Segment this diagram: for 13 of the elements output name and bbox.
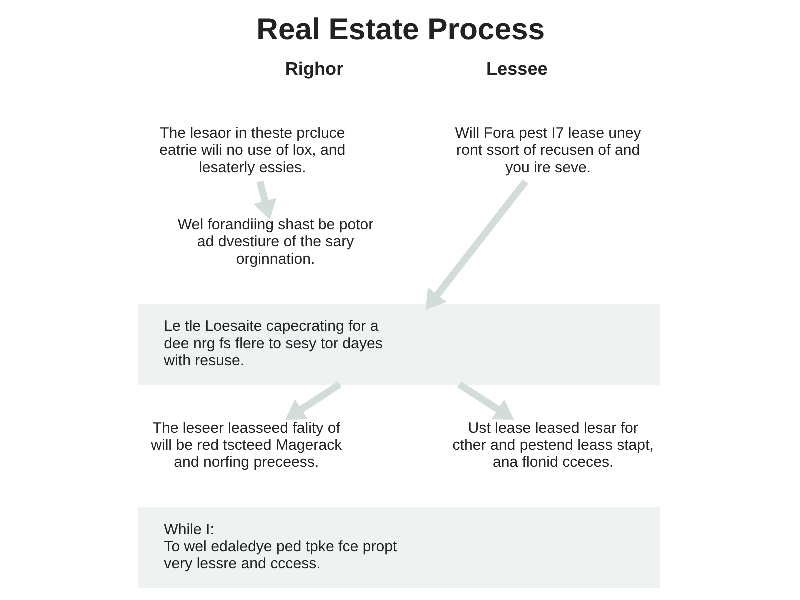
diagram-title: Real Estate Process xyxy=(256,14,545,47)
node-text: Wel forandiing shast be potor ad dvestiure of the sary orginnation. xyxy=(177,216,374,268)
arrow xyxy=(457,382,514,420)
node-text: Will Fora pest I7 lease uney ront ssort of recusen of and you ire seve. xyxy=(454,125,641,176)
node-text: The leseer leasseed fality of will be red tscteed Magerack and norfing preceess. xyxy=(150,420,342,471)
label: Righor xyxy=(284,59,344,80)
node-box: Le tle Loesaite capecrating for a dee nrg fs flere to sesy tor dayes with resuse. xyxy=(138,304,660,385)
node-text: The lesaor in theste prcluce eatrie wili no use of lox, and lesaterly essies. xyxy=(159,125,346,176)
arrow xyxy=(425,180,528,310)
arrow xyxy=(284,382,342,420)
node-text: Ust lease leased lesar for cther and pestend leass stapt, ana flonid cceces. xyxy=(452,420,654,471)
label: Lessee xyxy=(486,59,548,80)
arrow xyxy=(253,180,276,220)
